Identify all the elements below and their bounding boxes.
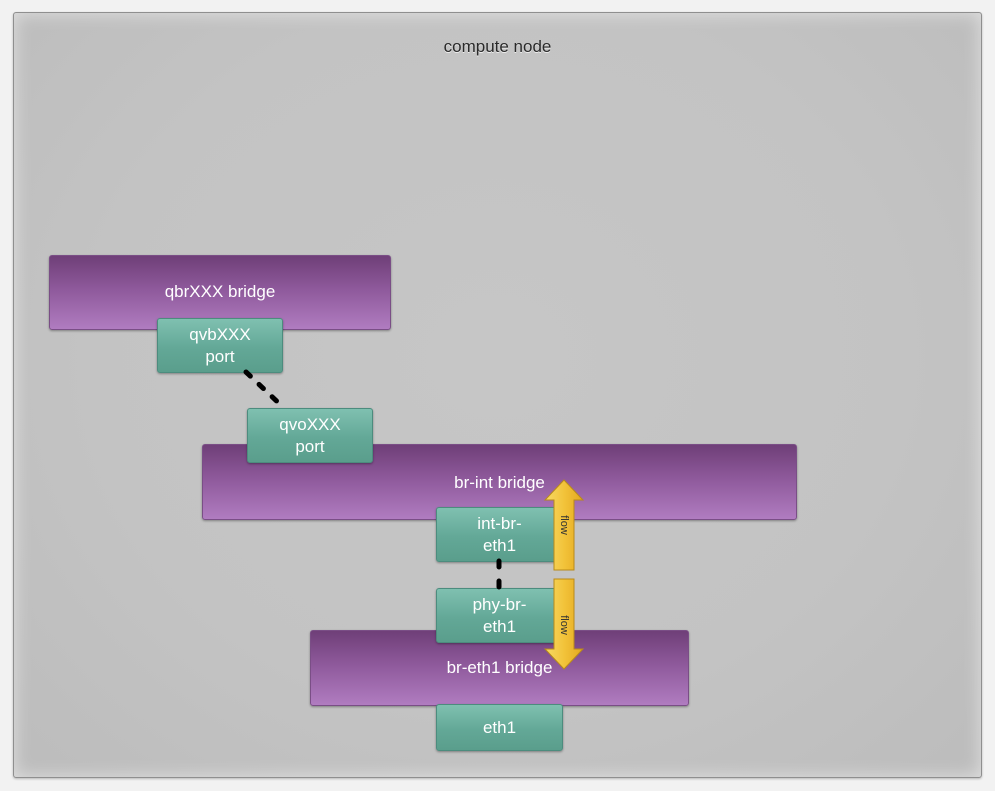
qvo-port-line2: port <box>295 436 325 456</box>
phy-br-eth1-port-line1: phy-br- <box>472 594 527 614</box>
flow-up-arrow <box>543 479 585 571</box>
flow-down-label: flow <box>558 615 570 635</box>
int-br-eth1-port: int-br- eth1 <box>436 507 563 562</box>
eth1-port-label: eth1 <box>482 717 517 737</box>
eth1-port: eth1 <box>436 704 563 751</box>
qvo-port: qvoXXX port <box>247 408 373 463</box>
qbr-bridge: qbrXXX bridge <box>49 255 391 330</box>
int-br-eth1-port-line2: eth1 <box>482 535 517 555</box>
qvb-port: qvbXXX port <box>157 318 283 373</box>
qvo-port-line1: qvoXXX <box>279 414 341 434</box>
qvb-port-line2: port <box>205 346 235 366</box>
qbr-bridge-label: qbrXXX bridge <box>164 281 276 301</box>
qvb-qvo-veth-link <box>243 369 287 411</box>
phy-br-eth1-port-line2: eth1 <box>482 616 517 636</box>
br-int-bridge-label: br-int bridge <box>454 472 545 492</box>
br-eth1-bridge-label: br-eth1 bridge <box>446 657 553 677</box>
flow-up-label: flow <box>558 515 570 535</box>
compute-node-title: compute node <box>443 37 552 56</box>
flow-down-arrow <box>543 578 585 670</box>
qvb-port-line1: qvbXXX <box>189 324 251 344</box>
int-br-eth1-port-line1: int-br- <box>477 513 522 533</box>
